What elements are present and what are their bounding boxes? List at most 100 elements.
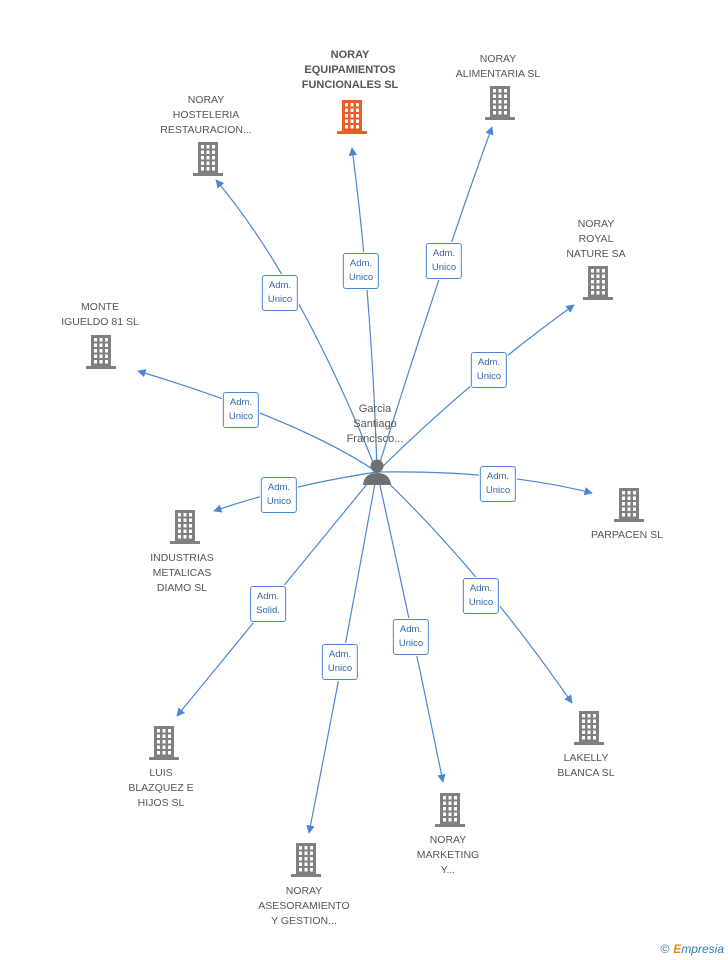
building-window [602,280,605,284]
role-badge-line: Unico [327,663,353,674]
role-badge[interactable]: Adm.Unico [470,352,508,388]
building-window [183,524,187,528]
building-window [493,111,496,115]
building-window [493,105,496,109]
company-label-line: MONTE [81,301,119,313]
company-label-line: DIAMO SL [156,582,208,594]
role-badge-line: Adm. [256,591,280,602]
role-badge[interactable]: Adm.Unico [479,466,517,502]
building-window [157,734,160,738]
building-window [454,807,457,811]
building-window [356,108,359,112]
building-window [157,745,160,749]
company-label-line: NORAY [187,94,225,106]
building-window [310,857,313,861]
role-badge[interactable]: Adm.Unico [321,644,359,680]
company-label-line: Y GESTION... [271,915,337,927]
building-window [162,751,166,755]
building-icon[interactable] [485,86,515,120]
role-badge[interactable]: Adm.Unico [260,477,298,513]
person-name[interactable]: Garcia Santiago Francisco... [347,402,404,447]
building-icon[interactable] [337,100,367,134]
building-window [350,108,354,112]
building-window [183,529,187,533]
building-window [493,94,496,98]
building-window [443,812,446,816]
building-window [633,496,636,500]
person-icon[interactable] [363,459,391,486]
building-window [310,846,313,850]
role-badge[interactable]: Adm.Unico [261,275,299,311]
building-window [356,103,359,107]
building-icon[interactable] [574,711,604,745]
building-window [504,100,507,104]
building-base [485,117,515,120]
building-window [591,280,594,284]
role-badge[interactable]: Adm.Unico [342,253,380,289]
building-window [591,269,594,273]
edge-noray-alimentaria [376,126,494,473]
building-window [591,274,594,278]
edge-noray-equipamientos [348,147,378,473]
building-window [504,89,507,93]
role-badge[interactable]: Adm. Unico [222,392,260,428]
building-window [498,94,502,98]
building-window [596,269,600,273]
role-badge-line: Unico [228,411,254,422]
company-label-line: NORAY [285,885,323,897]
building-window [627,507,631,511]
building-base [193,173,223,176]
company-label-line: PARPACEN SL [591,529,663,541]
building-window [178,513,181,517]
building-window [627,502,631,506]
building-window [602,291,605,295]
building-window [627,491,631,495]
edge-monte-igueldo [137,369,378,473]
role-badge[interactable]: Adm.Unico [392,619,430,655]
building-window [310,851,313,855]
building-icon[interactable] [193,142,223,176]
role-badge-line: Adm. [229,397,253,408]
role-badge[interactable]: Adm.Unico [425,243,463,279]
building-window [596,291,600,295]
role-badge-line: Adm. [268,280,292,291]
building-icon[interactable] [149,726,179,760]
building-window [157,729,160,733]
building-window [206,156,210,160]
building-window [183,513,187,517]
building-base [337,131,367,134]
building-icon[interactable] [614,488,644,522]
building-window [498,105,502,109]
building-icon[interactable] [86,335,116,369]
company-label-line: HOSTELERIA [172,109,240,121]
building-window [206,161,210,165]
person-name-line: Francisco... [346,433,404,445]
building-window [587,736,591,740]
building-icon[interactable] [291,843,321,877]
building-window [498,100,502,104]
building-window [504,105,507,109]
role-badge[interactable]: Adm.Unico [462,578,500,614]
building-window [206,167,210,171]
footer-brand[interactable]: © Empresia [660,942,724,956]
building-icon[interactable] [170,510,200,544]
company-label-parpacen[interactable]: PARPACEN SL [591,528,663,543]
building-icon[interactable] [435,793,465,827]
building-icon[interactable] [583,266,613,300]
building-window [168,734,171,738]
role-badge[interactable]: Adm.Solid. [250,586,286,622]
role-badge-line: Unico [266,496,292,507]
building-window [622,502,625,506]
building-window [99,338,103,342]
